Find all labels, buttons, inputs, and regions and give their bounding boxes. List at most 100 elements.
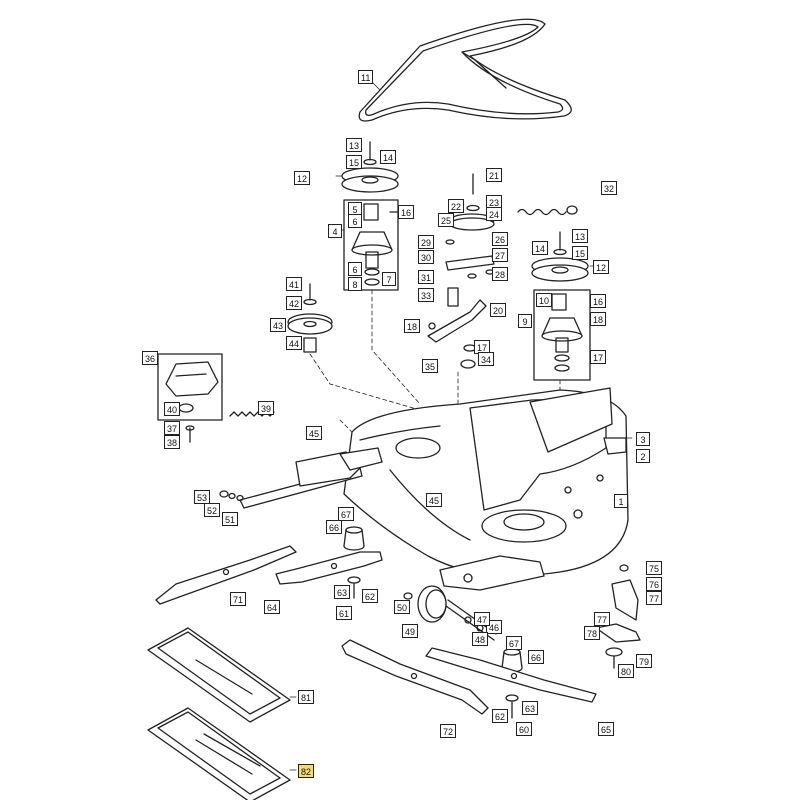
callout-61: 61 [336, 606, 353, 620]
callout-47: 47 [474, 612, 491, 626]
callout-79: 79 [636, 654, 653, 668]
callout-80: 80 [618, 664, 635, 678]
side-bracket [595, 564, 641, 669]
callout-14a: 14 [380, 150, 397, 164]
callout-2: 2 [636, 449, 650, 463]
callout-49: 49 [402, 624, 419, 638]
callout-24: 24 [486, 207, 503, 221]
callout-7: 7 [382, 272, 396, 286]
callout-26: 26 [492, 232, 509, 246]
right-spindle-box [533, 289, 591, 381]
callout-45b: 45 [426, 493, 443, 507]
blade-package-81 [147, 627, 291, 723]
callout-12b: 12 [593, 260, 610, 274]
callout-32: 32 [601, 181, 618, 195]
callout-37: 37 [164, 421, 181, 435]
callout-67b: 67 [506, 636, 523, 650]
callout-64: 64 [264, 600, 281, 614]
callout-63a: 63 [334, 585, 351, 599]
callout-43: 43 [270, 318, 287, 332]
blade-64 [275, 551, 383, 585]
cutting-deck [343, 387, 629, 577]
callout-8: 8 [348, 277, 362, 291]
callout-39: 39 [258, 401, 275, 415]
callout-11: 11 [358, 70, 374, 84]
callout-6b: 6 [348, 262, 362, 276]
blade-65 [425, 647, 597, 703]
blade-71 [155, 545, 297, 605]
callout-15b: 15 [572, 246, 589, 260]
idler-assembly [427, 173, 495, 369]
callout-45a: 45 [306, 426, 323, 440]
left-blade-hub [343, 526, 365, 599]
tension-spring [517, 205, 578, 216]
callout-71: 71 [230, 592, 247, 606]
callout-67a: 67 [338, 507, 355, 521]
callout-17b: 17 [590, 350, 607, 364]
callout-65: 65 [598, 722, 615, 736]
right-pulley [531, 231, 589, 282]
callout-4: 4 [328, 224, 342, 238]
callout-48: 48 [472, 632, 489, 646]
callout-62a: 62 [362, 589, 379, 603]
callout-66a: 66 [326, 520, 343, 534]
deck-linkage [219, 447, 383, 509]
callout-21: 21 [486, 168, 503, 182]
callout-44: 44 [286, 336, 303, 350]
callout-35: 35 [422, 359, 439, 373]
left-pulley [341, 141, 399, 193]
blade-72 [341, 639, 489, 715]
callout-16a: 16 [398, 205, 415, 219]
callout-16b: 16 [590, 294, 607, 308]
callout-66b: 66 [528, 650, 545, 664]
callout-20: 20 [490, 303, 507, 317]
callout-77a: 77 [646, 591, 663, 605]
callout-53: 53 [194, 490, 211, 504]
callout-78: 78 [584, 626, 601, 640]
callout-15a: 15 [346, 155, 363, 169]
callout-30: 30 [418, 250, 435, 264]
rear-linkage [439, 555, 545, 591]
callout-36: 36 [142, 351, 159, 365]
callout-18b: 18 [590, 312, 607, 326]
callout-62b: 62 [492, 709, 509, 723]
callout-13a: 13 [346, 138, 363, 152]
belt [358, 18, 572, 122]
callout-12a: 12 [294, 171, 311, 185]
callout-31: 31 [418, 270, 435, 284]
callout-60: 60 [516, 722, 533, 736]
callout-75: 75 [646, 561, 663, 575]
callout-81: 81 [298, 690, 315, 704]
callout-77b: 77 [594, 612, 611, 626]
callout-40: 40 [164, 402, 181, 416]
callout-9: 9 [518, 314, 532, 328]
callout-63b: 63 [522, 701, 539, 715]
callout-82: 82 [298, 764, 315, 778]
callout-18a: 18 [404, 319, 421, 333]
callout-1: 1 [614, 494, 628, 508]
callout-27: 27 [492, 248, 509, 262]
callout-33: 33 [418, 288, 435, 302]
idler-pulley-left [287, 283, 333, 353]
callout-50: 50 [394, 600, 411, 614]
callout-25: 25 [438, 213, 455, 227]
callout-72: 72 [440, 724, 457, 738]
callout-10: 10 [536, 293, 553, 307]
callout-34: 34 [478, 352, 495, 366]
callout-52: 52 [204, 503, 221, 517]
blade-package-82 [147, 707, 291, 800]
callout-22: 22 [448, 199, 465, 213]
callout-6: 6 [348, 214, 362, 228]
callout-76: 76 [646, 577, 663, 591]
callout-41: 41 [286, 277, 303, 291]
callout-13b: 13 [572, 229, 589, 243]
callout-42: 42 [286, 296, 303, 310]
callout-51: 51 [222, 512, 239, 526]
callout-29: 29 [418, 235, 435, 249]
callout-38: 38 [164, 435, 181, 449]
callout-5: 5 [348, 202, 362, 216]
callout-28: 28 [492, 267, 509, 281]
callout-3: 3 [636, 432, 650, 446]
callout-14b: 14 [532, 241, 549, 255]
